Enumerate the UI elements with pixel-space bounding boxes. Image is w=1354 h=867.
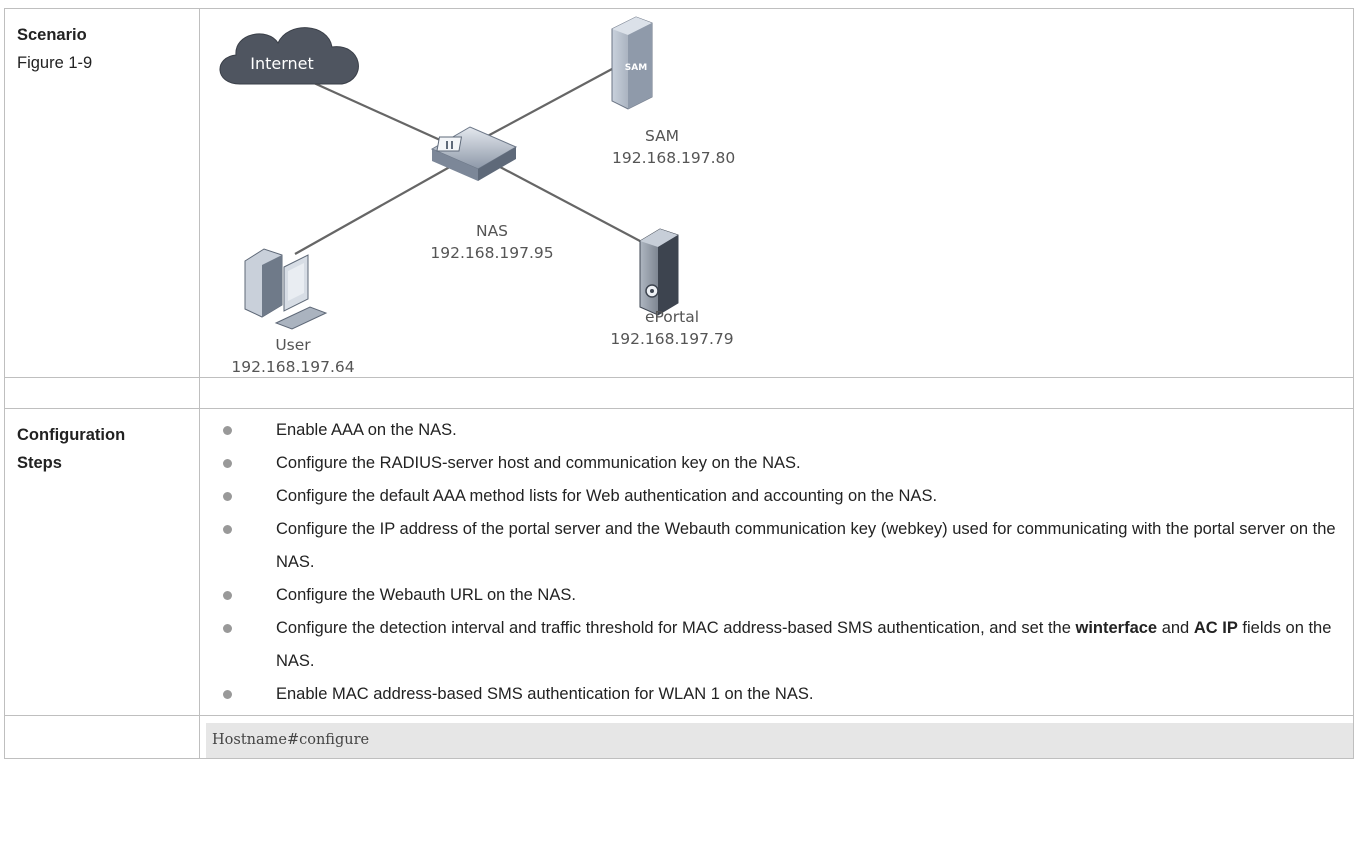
empty-body-cell bbox=[199, 377, 1354, 409]
eportal-label: ePortal 192.168.197.79 bbox=[602, 306, 742, 350]
ac-ip-keyword: AC IP bbox=[1193, 619, 1238, 637]
sam-name: SAM bbox=[644, 127, 680, 145]
code-block: Hostname#configure bbox=[206, 723, 1353, 758]
step-item: Configure the RADIUS-server host and com… bbox=[200, 447, 1353, 480]
bullet-icon bbox=[223, 426, 232, 435]
bullet-icon bbox=[223, 690, 232, 699]
sam-label: SAM 192.168.197.80 bbox=[612, 125, 736, 169]
step-text: Configure the Webauth URL on the NAS. bbox=[276, 586, 576, 604]
step-text-middle: and bbox=[1157, 619, 1194, 637]
figure-label: Figure 1-9 bbox=[17, 54, 93, 72]
bullet-icon bbox=[223, 525, 232, 534]
step-text-before: Configure the detection interval and tra… bbox=[276, 619, 1076, 637]
step-text: Configure the IP address of the portal s… bbox=[276, 520, 1336, 571]
bullet-icon bbox=[223, 591, 232, 600]
step-text-after: fields on the NAS. bbox=[276, 619, 1332, 670]
user-label: User 192.168.197.64 bbox=[218, 334, 368, 378]
step-text: Enable MAC address-based SMS authenticat… bbox=[276, 685, 814, 703]
sam-ip: 192.168.197.80 bbox=[612, 149, 736, 167]
scenario-row: Scenario Figure 1-9 bbox=[4, 8, 1354, 378]
configuration-steps-cell: Enable AAA on the NAS. Configure the RAD… bbox=[199, 408, 1354, 716]
winterface-keyword: winterface bbox=[1075, 619, 1158, 637]
scenario-label-cell: Scenario Figure 1-9 bbox=[4, 8, 200, 378]
user-computer-icon bbox=[244, 248, 328, 330]
scenario-label: Scenario bbox=[17, 26, 87, 44]
configuration-row: Configuration Steps Enable AAA on the NA… bbox=[4, 408, 1354, 716]
configuration-label-cell: Configuration Steps bbox=[4, 408, 200, 716]
internet-label: Internet bbox=[250, 54, 314, 73]
code-cell: Hostname#configure bbox=[199, 715, 1354, 759]
topology-diagram: Internet SAM bbox=[219, 16, 679, 330]
step-item: Configure the IP address of the portal s… bbox=[200, 513, 1353, 579]
eportal-server-icon bbox=[639, 228, 679, 316]
code-row: Hostname#configure bbox=[4, 715, 1354, 759]
configuration-label-line2: Steps bbox=[17, 454, 62, 472]
eportal-ip: 192.168.197.79 bbox=[610, 330, 734, 348]
empty-row bbox=[4, 377, 1354, 409]
step-item: Configure the default AAA method lists f… bbox=[200, 480, 1353, 513]
sam-server-icon: SAM bbox=[611, 16, 653, 110]
code-line: Hostname#configure bbox=[212, 732, 370, 748]
empty-label-cell bbox=[4, 377, 200, 409]
step-item: Configure the detection interval and tra… bbox=[200, 612, 1353, 678]
configuration-steps-list: Enable AAA on the NAS. Configure the RAD… bbox=[200, 409, 1353, 715]
step-text: Configure the RADIUS-server host and com… bbox=[276, 454, 801, 472]
bullet-icon bbox=[223, 492, 232, 501]
nas-name: NAS bbox=[475, 222, 509, 240]
topology-diagram-cell: Internet SAM bbox=[199, 8, 1354, 378]
step-text: Configure the default AAA method lists f… bbox=[276, 487, 938, 505]
step-item: Enable MAC address-based SMS authenticat… bbox=[200, 678, 1353, 711]
bullet-icon bbox=[223, 459, 232, 468]
document-table: Scenario Figure 1-9 bbox=[4, 8, 1354, 759]
nas-ip: 192.168.197.95 bbox=[430, 244, 554, 262]
user-name: User bbox=[275, 336, 311, 354]
internet-cloud-icon: Internet bbox=[219, 27, 359, 85]
step-text: Enable AAA on the NAS. bbox=[276, 421, 457, 439]
configuration-label-line1: Configuration bbox=[17, 426, 126, 444]
step-item: Enable AAA on the NAS. bbox=[200, 414, 1353, 447]
bullet-icon bbox=[223, 624, 232, 633]
nas-switch-icon bbox=[430, 126, 518, 181]
eportal-name: ePortal bbox=[644, 308, 700, 326]
nas-label: NAS 192.168.197.95 bbox=[422, 220, 562, 264]
user-ip: 192.168.197.64 bbox=[231, 358, 355, 376]
step-item: Configure the Webauth URL on the NAS. bbox=[200, 579, 1353, 612]
sam-badge: SAM bbox=[625, 63, 647, 73]
link-lines bbox=[294, 68, 641, 255]
code-label-cell bbox=[4, 715, 200, 759]
